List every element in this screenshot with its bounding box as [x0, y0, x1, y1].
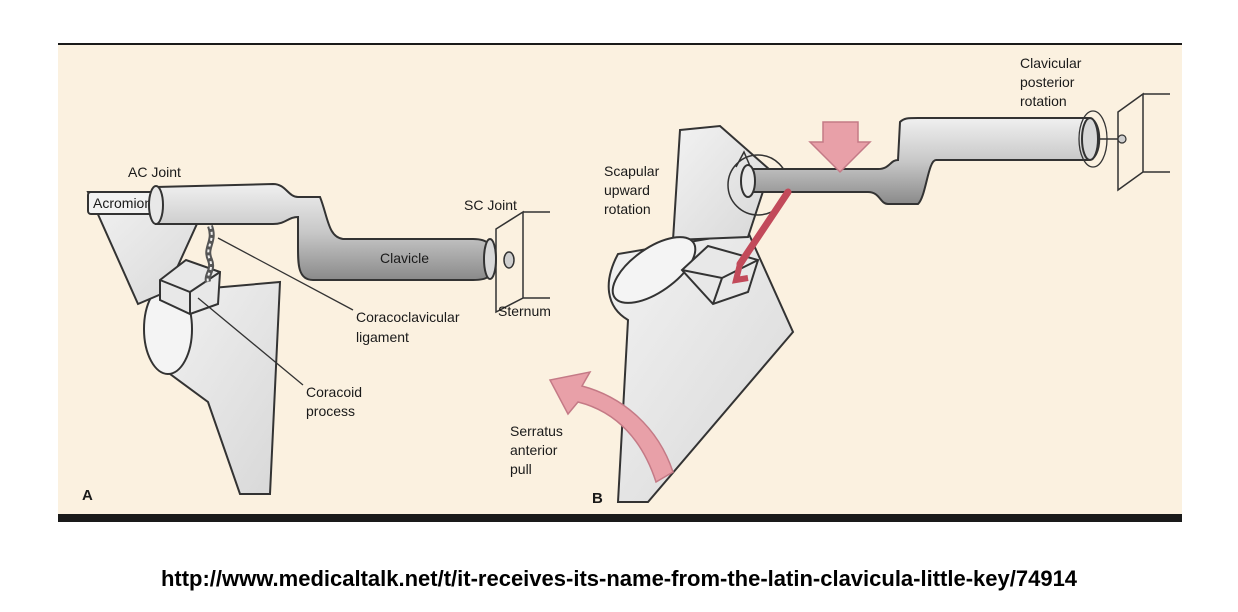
- clavicular-label-2: posterior: [1020, 74, 1075, 90]
- panel-b-letter: B: [592, 490, 603, 507]
- panel-a: Acromion AC Joint SC Joint Clavicle Ster…: [82, 164, 551, 504]
- clavicle-end-b: [740, 164, 756, 198]
- scapular-label-1: Scapular: [604, 163, 660, 179]
- sc-joint-label: SC Joint: [464, 197, 517, 213]
- glenoid-b: [611, 236, 697, 304]
- coracoclavicular-ligament: [204, 224, 215, 283]
- panel-b: Clavicular posterior rotation Scapular u…: [510, 55, 1170, 507]
- sternum-a: [495, 210, 550, 314]
- source-url-caption: http://www.medicaltalk.net/t/it-receives…: [160, 566, 1078, 591]
- coracoid-label-2: process: [306, 403, 355, 419]
- coracoclavicular-ligament-b: [736, 188, 792, 268]
- sternum-label: Sternum: [498, 303, 551, 319]
- coracoid-label-1: Coracoid: [306, 384, 362, 400]
- sternum-b: [1117, 92, 1170, 192]
- clavicular-label-3: rotation: [1020, 93, 1067, 109]
- downward-force-arrow: [808, 121, 872, 174]
- clavicular-label-1: Clavicular: [1020, 55, 1082, 71]
- scapula-b: [607, 230, 795, 503]
- sc-joint-nub: [503, 251, 515, 269]
- panel-a-letter: A: [82, 487, 93, 504]
- clavicle-end-a: [148, 185, 164, 225]
- serratus-label-2: anterior: [510, 442, 558, 458]
- clavicle-b: [747, 117, 1101, 205]
- clavicle-sternal-end: [483, 238, 497, 280]
- serratus-label-3: pull: [510, 461, 532, 477]
- acromion-label: Acromion: [93, 195, 152, 211]
- ac-joint-label: AC Joint: [128, 164, 181, 180]
- coracoclavicular-label-1: Coracoclavicular: [356, 309, 460, 325]
- serratus-pull-arrow: [548, 370, 674, 484]
- clavicle-label: Clavicle: [380, 250, 429, 266]
- coracoid-block: [159, 258, 222, 316]
- shoulder-diagram-figure: Acromion AC Joint SC Joint Clavicle Ster…: [58, 42, 1182, 524]
- scapular-label-3: rotation: [604, 201, 651, 217]
- scapular-label-2: upward: [604, 182, 650, 198]
- serratus-label-1: Serratus: [510, 423, 563, 439]
- clavicle-sternal-end-b: [1081, 117, 1099, 161]
- coracoclavicular-label-2: ligament: [356, 329, 409, 345]
- bottom-rule: [58, 514, 1182, 522]
